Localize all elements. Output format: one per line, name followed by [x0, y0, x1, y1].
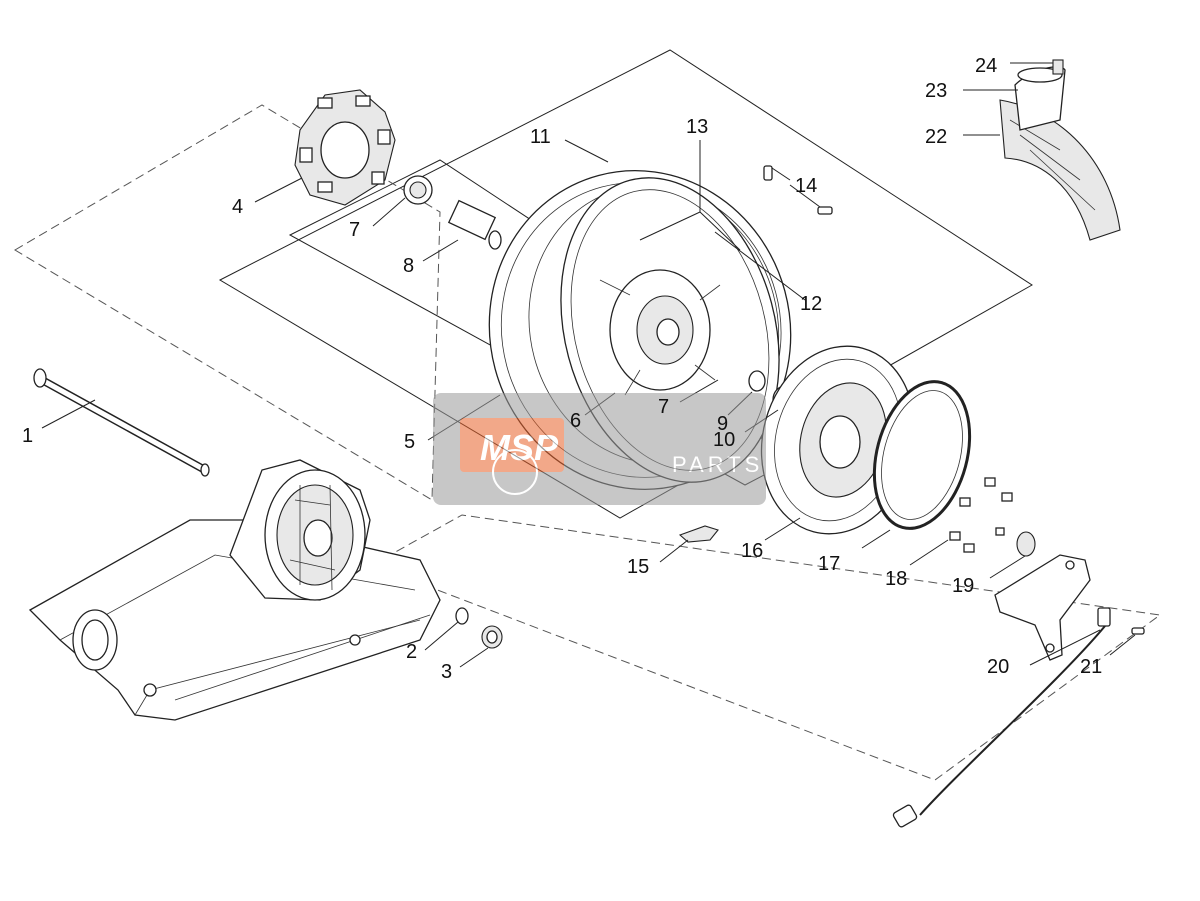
- part-screw[interactable]: [1131, 627, 1145, 635]
- callout-3: 3: [441, 661, 452, 683]
- part-swingarm[interactable]: [28, 459, 441, 721]
- callout-14: 14: [795, 175, 817, 197]
- callout-19: 19: [952, 575, 974, 597]
- callout-6: 6: [570, 410, 581, 432]
- part-bolts[interactable]: [949, 477, 1013, 553]
- part-bearing-left[interactable]: [403, 175, 433, 205]
- part-tone-ring[interactable]: [859, 371, 985, 539]
- callout-16: 16: [741, 540, 763, 562]
- callout-21: 21: [1080, 656, 1102, 678]
- callout-9: 9: [717, 413, 728, 435]
- part-inner-tube[interactable]: [1014, 66, 1066, 131]
- callout-10: 10: [713, 429, 735, 451]
- watermark-subtitle: PARTS: [672, 452, 763, 477]
- callout-1: 1: [22, 425, 33, 447]
- callout-18: 18: [885, 568, 907, 590]
- part-spacer[interactable]: [447, 199, 502, 250]
- callout-4: 4: [232, 196, 243, 218]
- callout-5: 5: [404, 431, 415, 453]
- part-nut[interactable]: [481, 625, 503, 649]
- callout-12: 12: [800, 293, 822, 315]
- watermark-badge: [460, 418, 564, 472]
- part-circlip[interactable]: [455, 607, 469, 625]
- part-tyre[interactable]: [999, 99, 1121, 241]
- part-tube-valve[interactable]: [1052, 59, 1064, 75]
- watermark: MSP PARTS: [433, 393, 766, 505]
- part-valve[interactable]: [763, 165, 833, 215]
- part-abs-sensor[interactable]: [892, 554, 1111, 828]
- callout-8: 8: [403, 255, 414, 277]
- part-pad[interactable]: [678, 525, 719, 543]
- globe-icon: [492, 449, 538, 495]
- part-seal[interactable]: [748, 370, 766, 392]
- callout-7b: 7: [658, 396, 669, 418]
- swingarm-group-outline: [14, 104, 441, 501]
- callout-2: 2: [406, 641, 417, 663]
- part-cush-drive[interactable]: [294, 89, 396, 206]
- callout-23: 23: [925, 80, 947, 102]
- callout-20: 20: [987, 656, 1009, 678]
- callout-labels: 1 2 3 4 5 6 7 7 8 9 10 11 12 13 14 15 16…: [22, 55, 1102, 683]
- part-axle[interactable]: [33, 368, 210, 477]
- part-bushing[interactable]: [1016, 531, 1036, 557]
- callout-24: 24: [975, 55, 997, 77]
- callout-17: 17: [818, 553, 840, 575]
- callout-11: 11: [530, 126, 551, 148]
- callout-22: 22: [925, 126, 947, 148]
- callout-7a: 7: [349, 219, 360, 241]
- callout-15: 15: [627, 556, 649, 578]
- watermark-brand: MSP: [480, 427, 559, 468]
- callout-13: 13: [686, 116, 708, 138]
